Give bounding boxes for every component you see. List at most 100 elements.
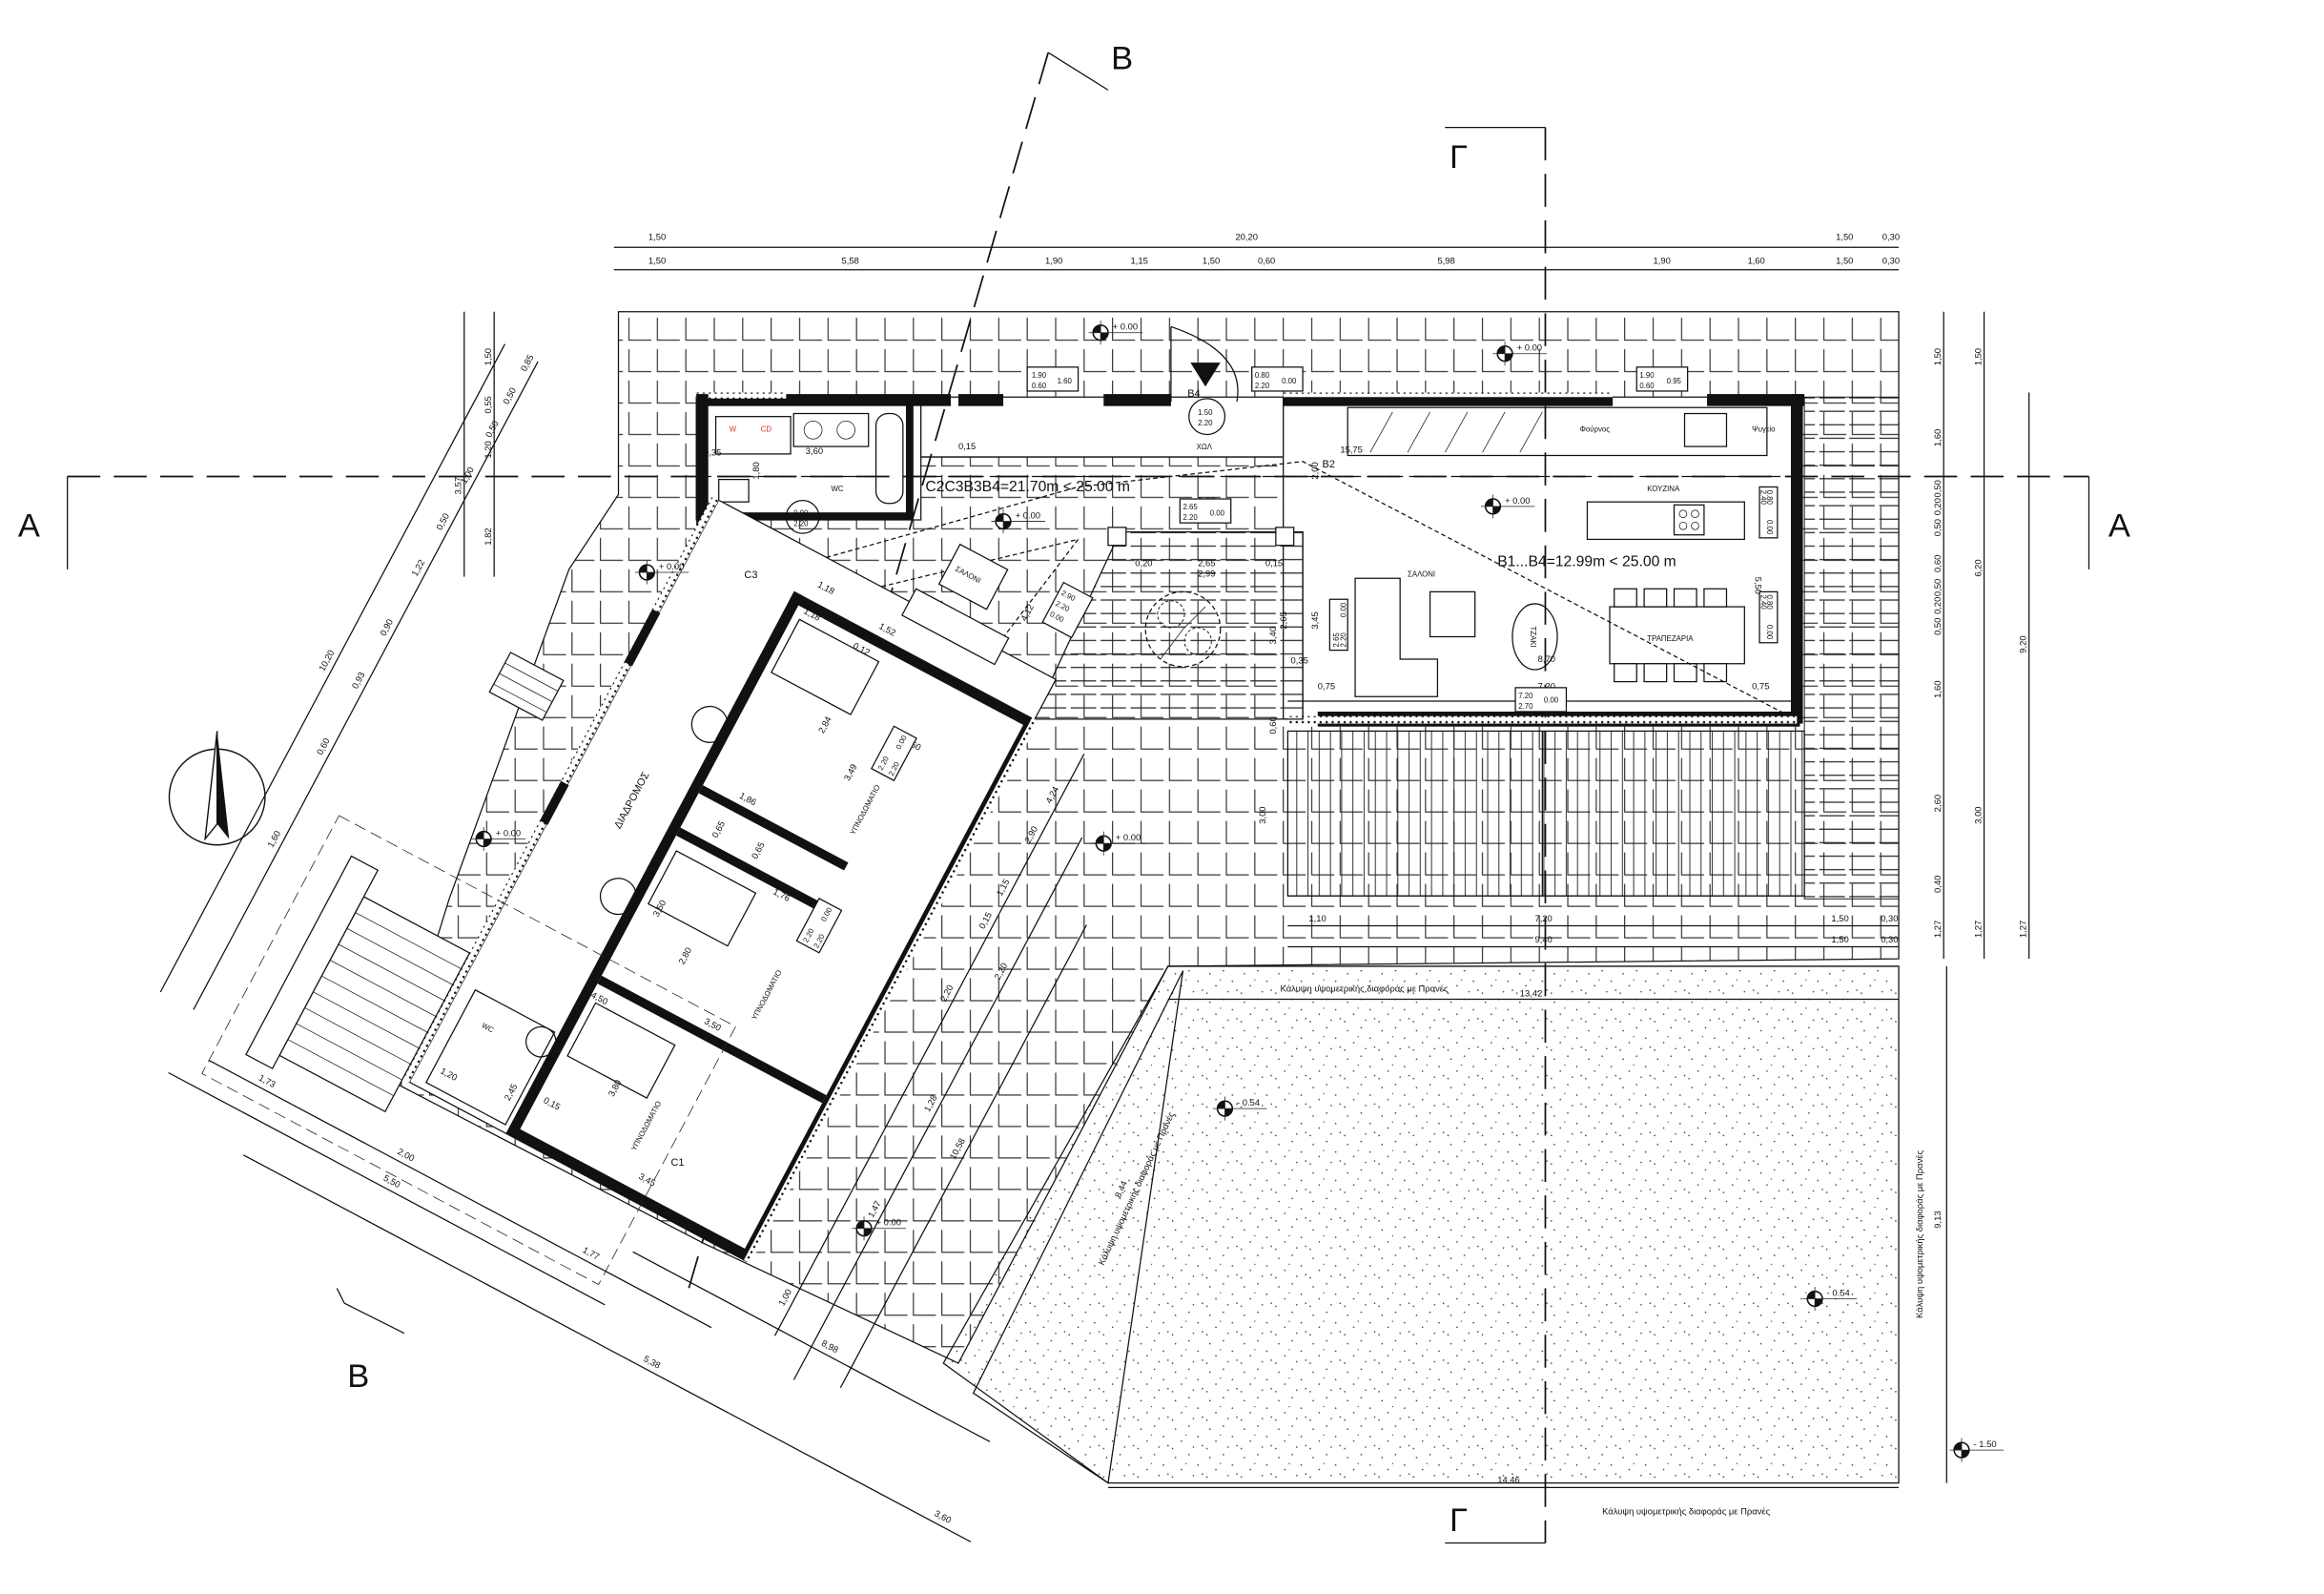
dim-kitchen-h: 5,50	[1753, 577, 1763, 594]
elevation-value: - 1.50	[1974, 1439, 1997, 1449]
label-dryer: CD	[761, 424, 772, 433]
dim-right2-1: 6,20	[1972, 559, 1983, 576]
dim-top2-9: 1,50	[1836, 255, 1853, 265]
dim-top2-5: 0,60	[1258, 255, 1275, 265]
dim-right1-3: 0,20	[1932, 498, 1943, 515]
opening-tag-front: 7.20 2.70 0.00	[1514, 687, 1568, 713]
opening-tag-w1: 1.90 0.60 1.60	[1026, 366, 1080, 392]
dim-margin-r: 0,75	[1752, 680, 1769, 691]
elevation-marker: + 0.00	[852, 1216, 906, 1241]
elevation-value: + 0.00	[659, 561, 684, 571]
opening-w: 1.90	[1639, 371, 1655, 380]
opening-h: 2.40	[1759, 490, 1768, 506]
opening-w: 0.80	[1255, 371, 1270, 380]
opening-w: 1.50	[1198, 408, 1213, 417]
elevation-value: - 0.54	[1827, 1287, 1850, 1297]
opening-sill: 0.00	[1340, 602, 1348, 617]
dim-right2-3: 1,27	[1972, 921, 1983, 938]
dim-left-2: 1,20	[483, 441, 493, 458]
dim-top2-3: 1,15	[1131, 255, 1148, 265]
elevation-marker: + 0.00	[471, 826, 526, 852]
elevation-value: + 0.00	[1505, 495, 1530, 506]
section-label-b-bottom: B	[347, 1358, 369, 1395]
opening-sill: 0.00	[1765, 625, 1774, 640]
opening-tag-salon: 2.90 2.20 0.00	[1041, 581, 1094, 639]
dim-court-b: 2,99	[1198, 569, 1215, 579]
dim-b2-h: 2,00	[1309, 462, 1320, 479]
dim-court-d: 0,15	[1265, 558, 1283, 569]
dim-right1-4: 0,50	[1932, 519, 1943, 536]
slope-height-right: 9,13	[1932, 1211, 1943, 1228]
dim-right1-2: 0,50	[1932, 480, 1943, 497]
section-label-g-bottom: Γ	[1450, 1502, 1468, 1539]
section-label-a-right: A	[2108, 507, 2130, 544]
dim-court-f: 0,60	[1267, 716, 1278, 734]
opening-h: 2.40	[1759, 595, 1768, 611]
dim-right3-1: 1,27	[2018, 921, 2028, 938]
interior-dimensions: 15,75 3,60 0,15 1,80 0,35 2,00 3,62 2,65…	[704, 441, 1769, 824]
dim-top2-7: 1,90	[1654, 255, 1671, 265]
dim-living-w: 8,70	[1538, 653, 1555, 664]
dim-right1-7: 0,20	[1932, 597, 1943, 614]
dim-top1-1: 20,20	[1235, 231, 1258, 241]
opening-h: 2.20	[1340, 632, 1348, 648]
elevation-marker: + 0.00	[1088, 321, 1143, 345]
label-washer: W	[730, 424, 737, 433]
dim-corridor: 15,75	[1340, 444, 1363, 454]
room-label-salon: ΣΑΛΟΝΙ	[1408, 570, 1435, 579]
dim-pergola-0: 1,10	[1308, 913, 1326, 923]
dim-court-h1: 3,45	[1309, 611, 1320, 629]
dim-court-c: 0,20	[1135, 558, 1152, 569]
dim-court-h3: 2,65	[1278, 611, 1288, 629]
opening-tag-court: 2.65 2.20 0.00	[1179, 498, 1232, 524]
north-arrow-icon	[168, 731, 266, 846]
dim-top2-8: 1,60	[1747, 255, 1764, 265]
opening-w: 7.20	[1518, 692, 1533, 700]
dim-court-a: 2,65	[1198, 558, 1215, 569]
dim-bath-h: 1,80	[751, 462, 761, 479]
opening-tag-door: 0.80 2.20 0.00	[1251, 366, 1304, 392]
dim-margin-l: 0,75	[1318, 680, 1335, 691]
slope-label-bottom: Κάλυψη υψομετρικής διαφοράς με Πρανές	[1602, 1506, 1770, 1517]
dim-top2-4: 1,50	[1203, 255, 1220, 265]
opening-h: 2.20	[1198, 419, 1213, 427]
opening-w: 2.65	[1332, 632, 1341, 648]
opening-w: 0.90	[793, 508, 809, 517]
slope-width-bottom: 14,46	[1497, 1475, 1520, 1485]
dim-right2-2: 3,00	[1972, 806, 1983, 823]
elevation-marker: - 0.54	[1212, 1096, 1267, 1121]
opening-tag-bath: 0.90 2.20	[785, 499, 820, 534]
room-label-dining: ΤΡΑΠΕΖΑΡΙΑ	[1647, 634, 1694, 643]
tree-icon	[1144, 590, 1222, 668]
dim-right1-8: 0,50	[1932, 618, 1943, 635]
dim-pergola-h: 3,00	[1257, 806, 1267, 823]
elevation-value: + 0.00	[1517, 342, 1542, 353]
dim-top2-10: 0,30	[1882, 255, 1900, 265]
dim-left-3: 1,82	[483, 528, 493, 545]
slope-edge	[972, 970, 1184, 1484]
elevation-marker: + 0.00	[1492, 342, 1548, 366]
point-b2: B2	[1323, 459, 1335, 470]
dim-pergola-5: 1,50	[1831, 934, 1848, 944]
opening-h: 2.20	[1183, 513, 1198, 522]
opening-h: 2.70	[1518, 702, 1533, 711]
dim-pergola-4: 9,40	[1534, 934, 1552, 944]
opening-sill: 0.00	[1765, 520, 1774, 535]
opening-w: 1.90	[1032, 371, 1047, 380]
room-label-hall: ΧΩΛ	[1197, 443, 1213, 451]
slope-area	[942, 965, 1900, 1484]
opening-tag-bed1: 2.20 2.20 0.00	[871, 725, 917, 782]
opening-h: 0.60	[1032, 382, 1047, 390]
dim-top1-3: 0,30	[1882, 231, 1900, 241]
slope-label-top: Κάλυψη υψομετρικής διαφοράς με Πρανές	[1281, 983, 1449, 994]
left-dimensions: 1,50 0,55 1,20 1,82 3,57	[453, 311, 495, 577]
dim-wing-outer: 10,20	[317, 648, 337, 673]
elevation-value: + 0.00	[496, 827, 521, 838]
dim-top2-6: 5,98	[1437, 255, 1454, 265]
dim-top1-0: 1,50	[648, 231, 666, 241]
opening-sill: 0.00	[1282, 377, 1297, 385]
elevation-value: + 0.00	[876, 1217, 901, 1228]
label-fireplace: ΤΖΑΚΙ	[1529, 626, 1537, 647]
opening-tag-living: 2.65 2.20 0.00	[1328, 598, 1348, 652]
